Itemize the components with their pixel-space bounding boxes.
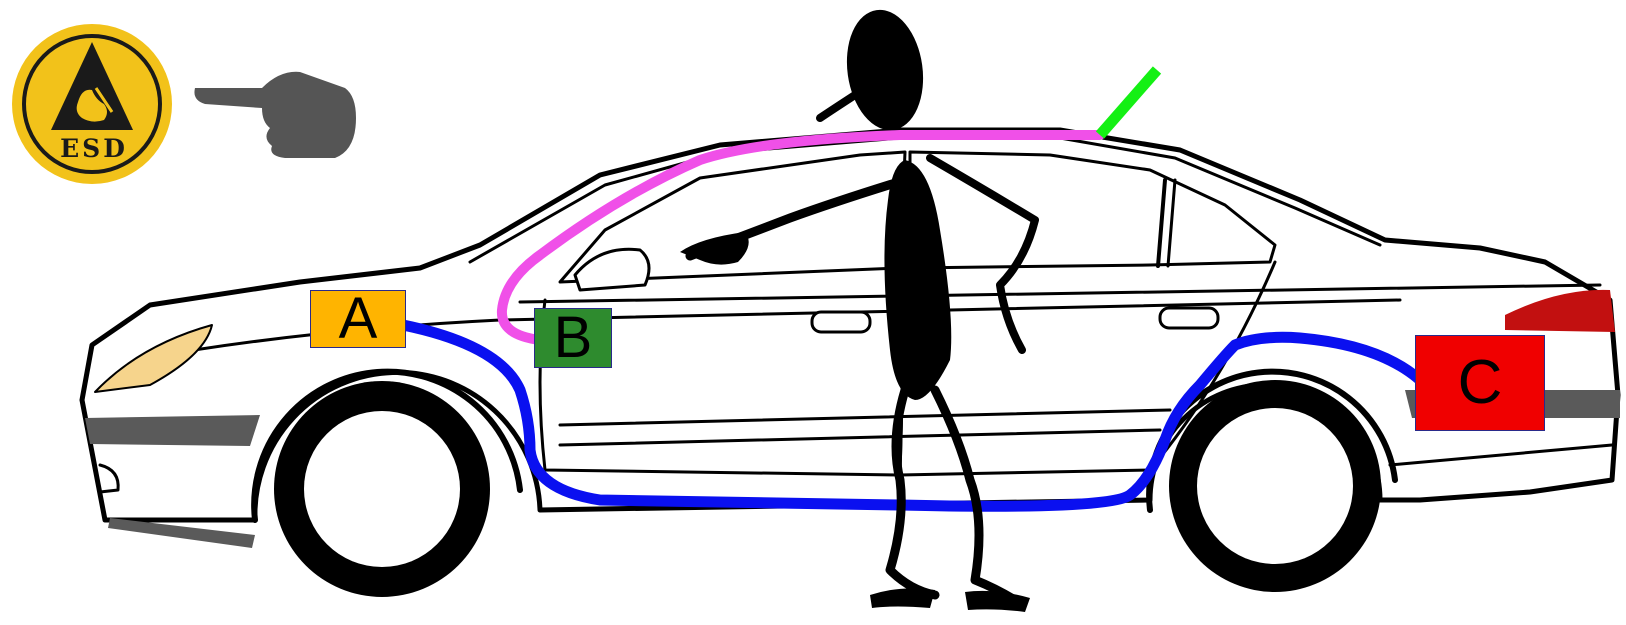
green-cable — [1100, 70, 1157, 135]
car-rear-wheel — [1169, 380, 1381, 592]
label-b-text: B — [554, 309, 593, 367]
car-door-handle-rear — [1160, 308, 1218, 328]
figure-head — [840, 5, 930, 134]
label-c: C — [1415, 335, 1545, 431]
esd-label: ESD — [48, 134, 140, 163]
label-a-text: A — [339, 290, 378, 348]
car-front-wheel — [274, 381, 490, 597]
pointing-hand-icon — [194, 72, 356, 158]
car-front-bumper-strip — [85, 415, 260, 446]
label-c-text: C — [1458, 352, 1503, 414]
label-b: B — [534, 308, 612, 368]
label-a: A — [310, 290, 406, 348]
figure-foot-right — [965, 591, 1030, 612]
figure-nose — [820, 95, 855, 118]
figure-foot-left — [870, 588, 935, 608]
car-door-handle-front — [812, 312, 870, 332]
